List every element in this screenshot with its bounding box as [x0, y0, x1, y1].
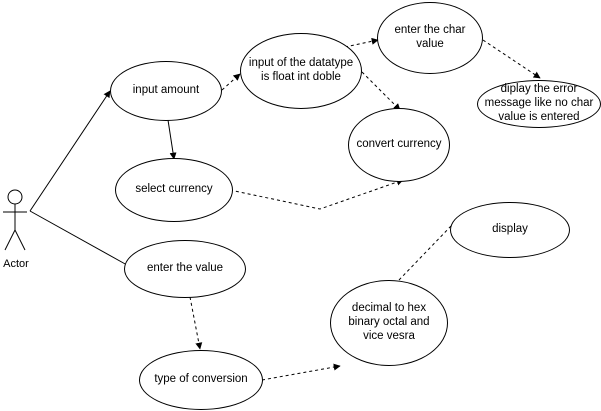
link-input-amount-datatype	[221, 73, 241, 91]
usecase-input-amount[interactable]: input amount	[110, 61, 222, 121]
actor-label: Actor	[3, 258, 29, 270]
assoc-actor-input-amount	[29, 90, 111, 212]
usecase-label: type of conversion	[154, 373, 248, 386]
actor-head	[7, 189, 23, 205]
actor-left-leg	[4, 229, 16, 251]
usecase-type-conversion[interactable]: type of conversion	[139, 350, 263, 410]
link-type-conversion-decimal-hex	[261, 363, 341, 381]
usecase-display[interactable]: display	[450, 202, 570, 258]
link-select-currency-convert-currency	[229, 178, 404, 210]
usecase-label: input amount	[132, 84, 200, 97]
usecase-display-error[interactable]: diplay the error message like no char va…	[477, 80, 601, 128]
usecase-label: select currency	[135, 183, 213, 196]
link-datatype-convert-currency	[361, 71, 401, 111]
usecase-label: input of the datatype is float int doble	[248, 57, 354, 83]
usecase-label: diplay the error message like no char va…	[484, 83, 594, 123]
link-enter-char-display-error	[482, 39, 541, 79]
usecase-label: convert currency	[356, 138, 442, 151]
usecase-enter-char[interactable]: enter the char value	[377, 2, 483, 74]
assoc-input-amount-select-currency	[167, 119, 177, 160]
link-datatype-enter-char	[344, 37, 379, 48]
usecase-select-currency[interactable]: select currency	[115, 158, 233, 222]
assoc-actor-enter-value	[29, 210, 128, 266]
link-enter-value-type-conversion	[189, 296, 203, 350]
link-decimal-hex-display	[398, 224, 453, 281]
actor-right-leg	[14, 229, 26, 251]
actor-figure[interactable]	[3, 189, 27, 251]
usecase-label: enter the value	[146, 262, 224, 275]
usecase-label: enter the char value	[394, 24, 466, 50]
usecase-convert-currency[interactable]: convert currency	[348, 108, 450, 182]
usecase-decimal-hex[interactable]: decimal to hex binary octal and vice ves…	[330, 280, 448, 366]
usecase-label: decimal to hex binary octal and vice ves…	[348, 302, 430, 342]
usecase-label: display	[492, 223, 528, 236]
usecase-input-datatype[interactable]: input of the datatype is float int doble	[240, 33, 362, 109]
usecase-enter-value[interactable]: enter the value	[124, 240, 246, 298]
